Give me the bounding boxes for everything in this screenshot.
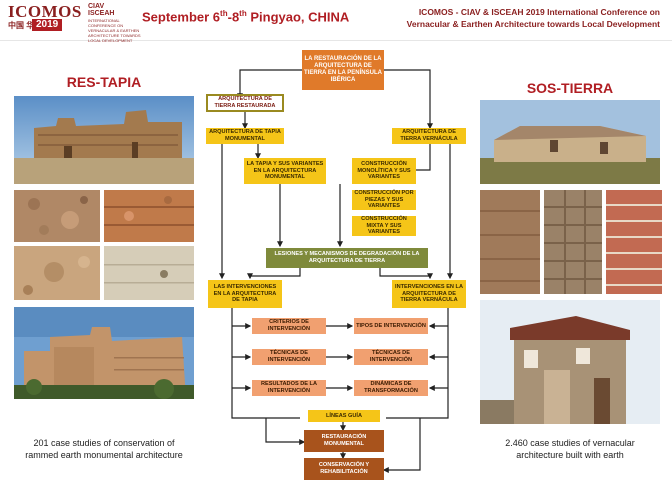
box-construccion-piezas: CONSTRUCCIÓN POR PIEZAS Y SUS VARIANTES: [352, 190, 416, 210]
box-dinamicas-transformacion: DINÁMICAS DE TRANSFORMACIÓN: [354, 380, 428, 396]
left-caption: 201 case studies of conservation of ramm…: [6, 437, 202, 461]
box-tapia-monumental: ARQUITECTURA DE TAPIA MONUMENTAL: [206, 128, 284, 144]
box-restauracion-peninsula: LA RESTAURACIÓN DE LA ARQUITECTURA DE TI…: [302, 50, 384, 90]
box-construccion-monolitica: CONSTRUCCIÓN MONOLÍTICA Y SUS VARIANTES: [352, 158, 416, 184]
conference-title: ICOMOS - CIAV & ISCEAH 2019 Internationa…: [407, 6, 660, 30]
logo-cn: 中国 华北: [8, 21, 43, 30]
sos-tierra-title: SOS-TIERRA: [526, 80, 614, 96]
box-tipos-intervencion: TIPOS DE INTERVENCIÓN: [354, 318, 428, 334]
castle-wall-photo: [14, 307, 194, 399]
date-suffix: Pingyao, CHINA: [246, 9, 350, 25]
connector-right-bus: [386, 308, 449, 419]
village-house-photo: [480, 300, 660, 424]
box-tierra-vernacula: ARQUITECTURA DE TIERRA VERNÁCULA: [392, 128, 466, 144]
box-lesiones-degradacion: LESIONES Y MECANISMOS DE DEGRADACIÓN DE …: [266, 248, 428, 268]
header-bar: ICOMOS CIAV ISCEAH 中国 华北 2019 INTERNATIO…: [0, 0, 672, 43]
box-tierra-restaurada: ARQUITECTURA DE TIERRA RESTAURADA: [206, 94, 284, 112]
box-intervenciones-vernacula: INTERVENCIONES EN LA ARQUITECTURA DE TIE…: [392, 280, 466, 308]
farmhouse-photo: [480, 100, 660, 184]
adobe-texture-photo-3: [606, 190, 662, 294]
earth-texture-photo-4: [104, 246, 194, 300]
connector-top-left: [237, 69, 302, 100]
icomos-logo: ICOMOS: [8, 2, 82, 21]
date-mid: -8: [227, 9, 240, 25]
connector-lesiones-right: [379, 268, 433, 280]
right-caption-line-1: 2.460 case studies of vernacular: [505, 438, 635, 448]
adobe-texture-photo-1: [480, 190, 540, 294]
logo-sub-isceah: ISCEAH: [88, 10, 115, 17]
connector-right-conservacion: [382, 418, 421, 473]
left-caption-line-2: rammed earth monumental architecture: [25, 450, 183, 460]
conference-date: September 6th-8th Pingyao, CHINA: [142, 9, 349, 24]
conference-line-2: Vernacular & Earthen Architecture toward…: [406, 19, 660, 29]
box-tecnicas-intervencion-left: TÉCNICAS DE INTERVENCIÓN: [252, 349, 326, 365]
box-conservacion-rehabilitacion: CONSERVACIÓN Y REHABILITACIÓN: [304, 458, 384, 480]
date-sup-1: th: [220, 9, 228, 18]
box-tapia-variantes: LA TAPIA Y SUS VARIANTES EN LA ARQUITECT…: [244, 158, 326, 184]
earth-texture-photo-1: [14, 190, 100, 242]
connector-left-restauracion: [265, 418, 306, 445]
earth-texture-photo-2: [104, 190, 194, 242]
box-resultados-intervencion: RESULTADOS DE LA INTERVENCIÓN: [252, 380, 326, 396]
earth-texture-photo-3: [14, 246, 100, 300]
date-sup-2: th: [239, 9, 247, 18]
res-tapia-title: RES-TAPIA: [66, 74, 142, 90]
left-caption-line-1: 201 case studies of conservation of: [33, 438, 175, 448]
right-caption: 2.460 case studies of vernacular archite…: [470, 437, 670, 461]
box-lineas-guia: LÍNEAS GUÍA: [308, 410, 380, 422]
logo-sub-ciav: CIAV: [88, 3, 105, 10]
adobe-texture-photo-2: [544, 190, 602, 294]
logo-year: 2019: [32, 19, 63, 31]
connector-left-bus: [231, 308, 300, 419]
box-restauracion-monumental: RESTAURACIÓN MONUMENTAL: [304, 430, 384, 452]
date-prefix: September 6: [142, 9, 221, 25]
logo-sub: CIAV ISCEAH: [88, 3, 114, 17]
box-criterios-intervencion: CRITERIOS DE INTERVENCIÓN: [252, 318, 326, 334]
box-tecnicas-intervencion-right: TÉCNICAS DE INTERVENCIÓN: [354, 349, 428, 365]
box-intervenciones-tapia: LAS INTERVENCIONES EN LA ARQUITECTURA DE…: [208, 280, 282, 308]
box-construccion-mixta: CONSTRUCCIÓN MIXTA Y SUS VARIANTES: [352, 216, 416, 236]
right-caption-line-2: architecture built with earth: [516, 450, 624, 460]
fortress-photo: [14, 96, 194, 184]
connector-lesiones-left: [247, 268, 301, 280]
connector-top-right: [384, 69, 433, 130]
logo-tagline: INTERNATIONAL CONFERENCE ON VERNACULAR &…: [88, 18, 141, 43]
conference-line-1: ICOMOS - CIAV & ISCEAH 2019 Internationa…: [418, 7, 660, 17]
